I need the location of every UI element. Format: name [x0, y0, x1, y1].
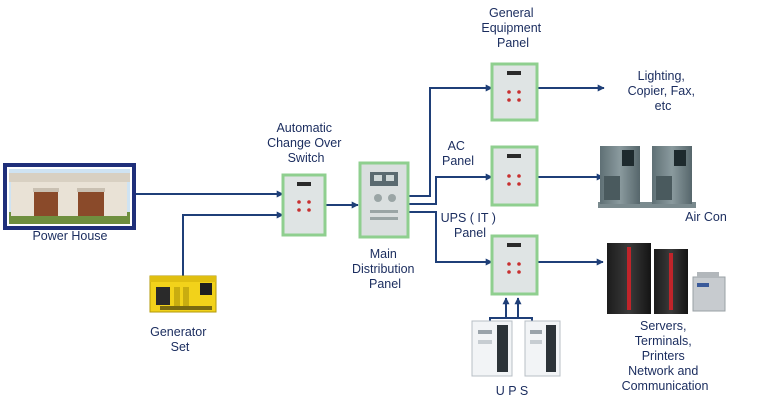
general-equipment-panel-icon	[490, 62, 539, 122]
main-distribution-panel-label: Main Distribution Panel	[352, 247, 418, 291]
general-equipment-panel-label: General Equipment Panel	[481, 6, 544, 50]
lighting-label: Lighting, Copier, Fax, etc	[628, 69, 699, 113]
ac-panel-label: AC Panel	[442, 139, 474, 168]
arrow-mdp-to-general-panel	[408, 84, 493, 197]
servers-icon	[607, 243, 726, 314]
ups-it-panel-icon	[490, 234, 539, 296]
ups-left-icon	[471, 320, 513, 377]
air-con-label: Air Con	[685, 210, 727, 224]
ups-label: U P S	[496, 384, 528, 398]
arrow-mdp-to-ac-panel	[408, 173, 493, 205]
arrow-generator-to-ats	[182, 211, 284, 276]
ats-label: Automatic Change Over Switch	[267, 121, 345, 165]
power-house-label: Power House	[32, 229, 107, 243]
generator-photo	[149, 275, 217, 313]
power-house-photo	[3, 163, 136, 230]
ats-panel-icon	[281, 173, 327, 237]
main-distribution-panel-icon	[358, 161, 410, 239]
generator-label: Generator Set	[150, 325, 210, 354]
ups-it-panel-label: UPS ( IT ) Panel	[441, 211, 500, 240]
arrow-mdp-to-ups-panel	[408, 211, 493, 266]
air-con-icon	[598, 146, 696, 208]
servers-label: Servers, Terminals, Printers Network and…	[622, 319, 709, 393]
ups-right-icon	[524, 320, 561, 377]
ac-panel-icon	[490, 145, 539, 207]
